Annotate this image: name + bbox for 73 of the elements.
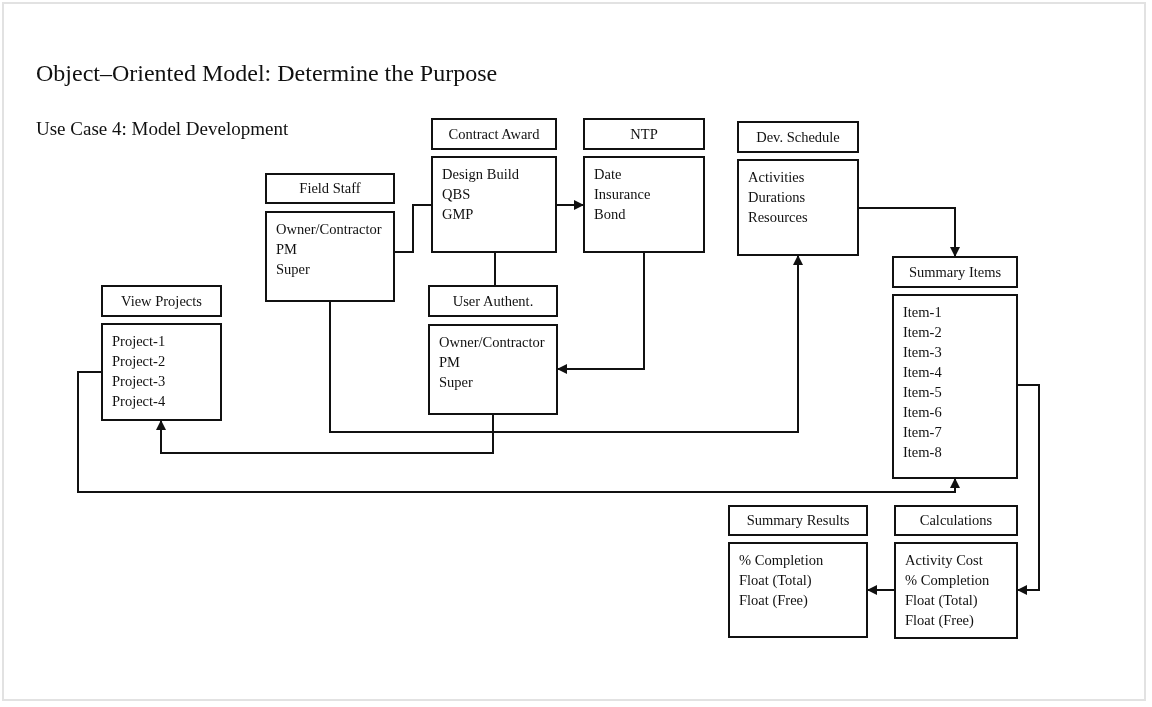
class-name: NTP: [630, 126, 658, 142]
attribute-box: [894, 542, 1018, 639]
arrow: [156, 414, 494, 454]
diagram-title: Object–Oriented Model: Determine the Purpose: [36, 60, 498, 87]
class-name: Summary Results: [746, 513, 850, 528]
arrow: [77, 371, 960, 493]
attribute-text: Owner/Contractor: [439, 333, 545, 352]
attribute-box: [428, 324, 558, 415]
arrow: [329, 255, 803, 433]
attribute-text: Item-4: [903, 363, 942, 382]
attribute-text: Super: [439, 373, 473, 392]
attribute-text: Item-7: [903, 423, 942, 442]
attribute-text: Float (Total): [739, 571, 812, 590]
attribute-box: [728, 542, 868, 638]
attribute-text: Float (Free): [905, 611, 974, 630]
attribute-text: Owner/Contractor: [276, 220, 382, 239]
attribute-text: Project-1: [112, 332, 166, 351]
class-name: User Authent.: [452, 293, 534, 309]
attribute-text: Activities: [748, 168, 805, 187]
class-name-box: [737, 121, 859, 153]
attribute-text: PM: [439, 353, 460, 372]
attribute-text: Float (Total): [905, 591, 978, 610]
attribute-text: % Completion: [739, 551, 824, 570]
arrow: [858, 207, 960, 257]
attribute-text: GMP: [442, 205, 474, 224]
arrow: [867, 585, 895, 595]
attribute-text: Insurance: [594, 185, 651, 204]
attribute-text: Date: [594, 165, 622, 184]
class-name-box: [728, 505, 868, 536]
attribute-text: Super: [276, 260, 310, 279]
attribute-text: Design Build: [442, 165, 519, 184]
attribute-text: Activity Cost: [905, 551, 983, 570]
class-name: Summary Items: [908, 264, 1002, 280]
attribute-box: [892, 294, 1018, 479]
attribute-box: [101, 323, 222, 421]
attribute-text: Item-8: [903, 443, 942, 462]
subtitle: Use Case 4: Model Development: [36, 118, 289, 140]
class-name-box: [428, 285, 558, 317]
attribute-text: Bond: [594, 205, 626, 224]
class-name: View Projects: [121, 293, 202, 309]
attribute-text: Item-6: [903, 403, 942, 422]
class-name-box: [892, 256, 1018, 288]
attribute-box: [583, 156, 705, 253]
attribute-text: PM: [276, 240, 297, 259]
class-name-box: [583, 118, 705, 150]
attribute-text: Item-5: [903, 383, 942, 402]
class-name: Calculations: [919, 513, 993, 528]
class-name: Contract Award: [448, 126, 540, 142]
attribute-text: Project-3: [112, 372, 166, 391]
attribute-text: Project-4: [112, 392, 166, 411]
attribute-text: Item-3: [903, 343, 942, 362]
attribute-text: Durations: [748, 188, 806, 207]
class-name: Field Staff: [299, 181, 361, 196]
class-name-box: [101, 285, 222, 317]
attribute-text: Item-1: [903, 303, 942, 322]
attribute-text: Project-2: [112, 352, 166, 371]
attribute-text: Resources: [748, 208, 808, 227]
arrow: [1017, 384, 1040, 595]
attribute-box: [737, 159, 859, 256]
class-name: Dev. Schedule: [756, 129, 840, 145]
attribute-text: % Completion: [905, 571, 990, 590]
connector-line: [394, 204, 432, 253]
attribute-text: Item-2: [903, 323, 942, 342]
class-name-box: [431, 118, 557, 150]
attribute-box: [265, 211, 395, 302]
attribute-box: [431, 156, 557, 253]
attribute-text: Float (Free): [739, 591, 808, 610]
attribute-text: QBS: [442, 185, 471, 204]
class-name-box: [265, 173, 395, 204]
class-name-box: [894, 505, 1018, 536]
connector-line: [494, 252, 496, 286]
arrow: [557, 252, 645, 374]
arrow: [556, 200, 584, 210]
